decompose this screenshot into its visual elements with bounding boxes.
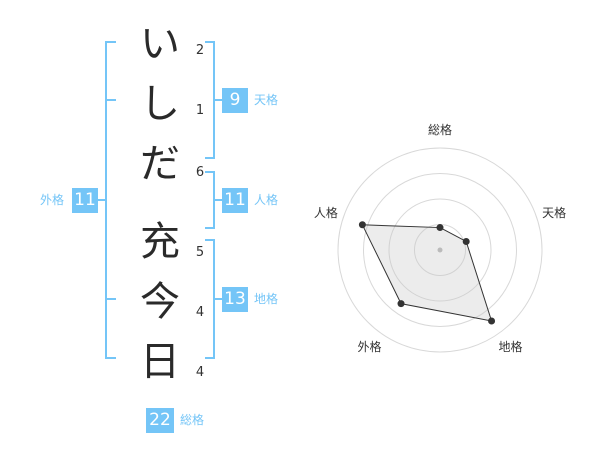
tenkaku-badge: 9 [222,88,248,113]
stroke-count-3: 6 [195,165,205,180]
tenkaku-bracket [205,41,222,159]
radar-axis-label-3: 地格 [499,339,523,354]
stroke-count-6: 4 [195,365,205,380]
jinkaku-badge: 11 [222,188,248,213]
gaikaku-badge: 11 [72,188,98,213]
radar-area [361,224,493,322]
chikaku-bracket [205,239,222,359]
tenkaku-label: 天格 [254,93,279,107]
jinkaku-label: 人格 [254,193,279,207]
radar-point-3 [488,317,496,325]
name-char-3: だ [140,141,180,187]
chikaku-badge: 13 [222,287,248,312]
stroke-count-5: 4 [195,305,205,320]
radar-axis-label-5: 人格 [314,205,338,220]
radar-point-5 [358,221,366,229]
radar-ring-2 [388,198,492,302]
radar-ring-4 [337,147,543,353]
stroke-count-2: 1 [195,103,205,118]
radar-ring-3 [363,173,517,327]
stroke-count-4: 5 [195,245,205,260]
name-char-1: い [140,21,180,67]
radar-axis-label-2: 天格 [542,205,566,220]
radar-axis-label-1: 総格 [428,122,452,137]
stroke-count-1: 2 [195,43,205,58]
gaikaku-label: 外格 [40,193,65,207]
name-char-4: 充 [140,219,180,265]
radar-point-2 [462,237,470,245]
name-char-5: 今 [140,279,180,325]
soukaku-label: 総格 [180,413,205,427]
radar-point-4 [397,300,405,308]
radar-axis-label-4: 外格 [357,339,381,354]
radar-center [437,247,443,253]
jinkaku-bracket [205,171,222,229]
name-char-2: し [140,81,180,127]
chikaku-label: 地格 [254,292,279,306]
radar-point-1 [436,224,444,232]
soukaku-badge: 22 [146,408,174,433]
name-char-6: 日 [140,339,180,385]
